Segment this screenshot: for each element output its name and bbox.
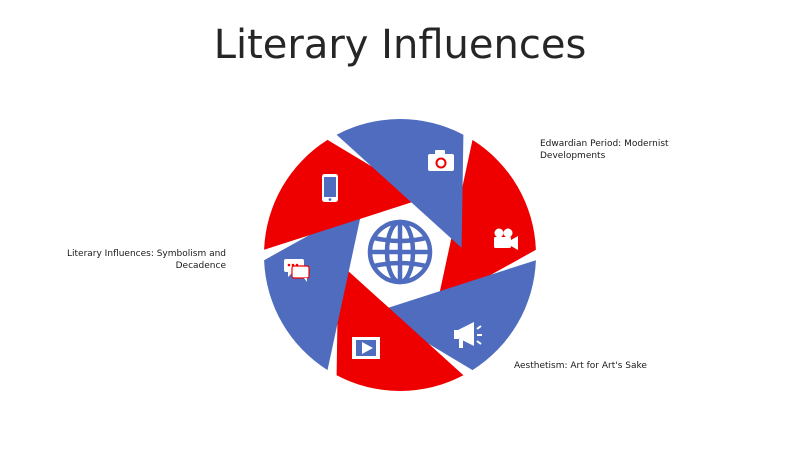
slide-title: Literary Influences (213, 22, 587, 68)
video-camera-icon (494, 228, 518, 250)
label-symbolism-decadence: Literary Influences: Symbolism and Decad… (67, 249, 226, 271)
smartphone-icon (322, 174, 338, 202)
cycle-segment-bottom-left (264, 205, 363, 371)
label-edwardian-period: Edwardian Period: Modernist Developments (540, 139, 669, 161)
globe-icon (367, 219, 433, 285)
cycle-segment-right (375, 260, 536, 371)
cycle-segment-top-left (336, 119, 464, 248)
play-video-icon (352, 337, 380, 359)
cycle-segment-left (264, 139, 425, 250)
megaphone-icon (454, 322, 482, 348)
camera-icon (428, 150, 454, 171)
label-aesthetism: Aesthetism: Art for Art's Sake (514, 361, 647, 371)
chat-bubbles-icon (284, 259, 310, 282)
cycle-segment-top-right (437, 139, 536, 305)
